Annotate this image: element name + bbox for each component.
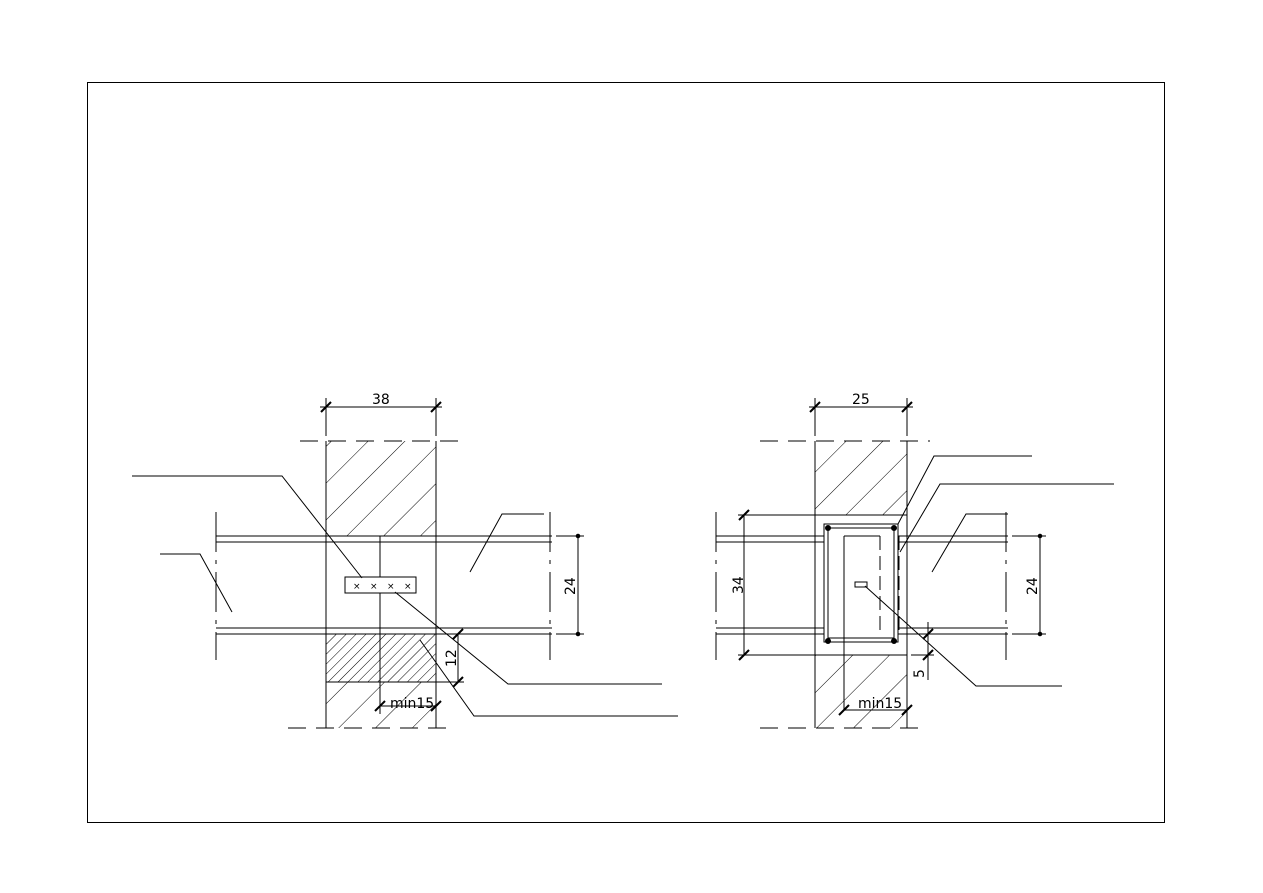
svg-text:×: × [387,582,395,592]
right-dim-cover: 5 [912,669,928,678]
left-upper-wall [326,441,436,536]
svg-text:×: × [404,582,412,592]
right-lower-wall [815,655,907,728]
drawing-frame [87,82,1165,823]
right-stirrup-inner [827,527,895,639]
left-dim-min: min15 [390,696,434,712]
right-anchor-bar [854,581,868,588]
left-anchor-plate [344,576,417,594]
right-detail [715,398,1114,729]
right-upper-wall [815,441,907,515]
left-detail: × × × × [132,398,678,729]
right-dim-height: 24 [1025,577,1041,595]
svg-text:×: × [370,582,378,592]
right-dim-beam: 34 [731,576,747,594]
left-dim-height: 24 [563,577,579,595]
left-dim-bearing: 12 [444,649,460,667]
left-bearing-block [325,633,437,683]
right-dim-min: min15 [858,696,902,712]
left-dim-width: 38 [372,392,390,408]
right-dim-width: 25 [852,392,870,408]
svg-text:×: × [353,582,361,592]
